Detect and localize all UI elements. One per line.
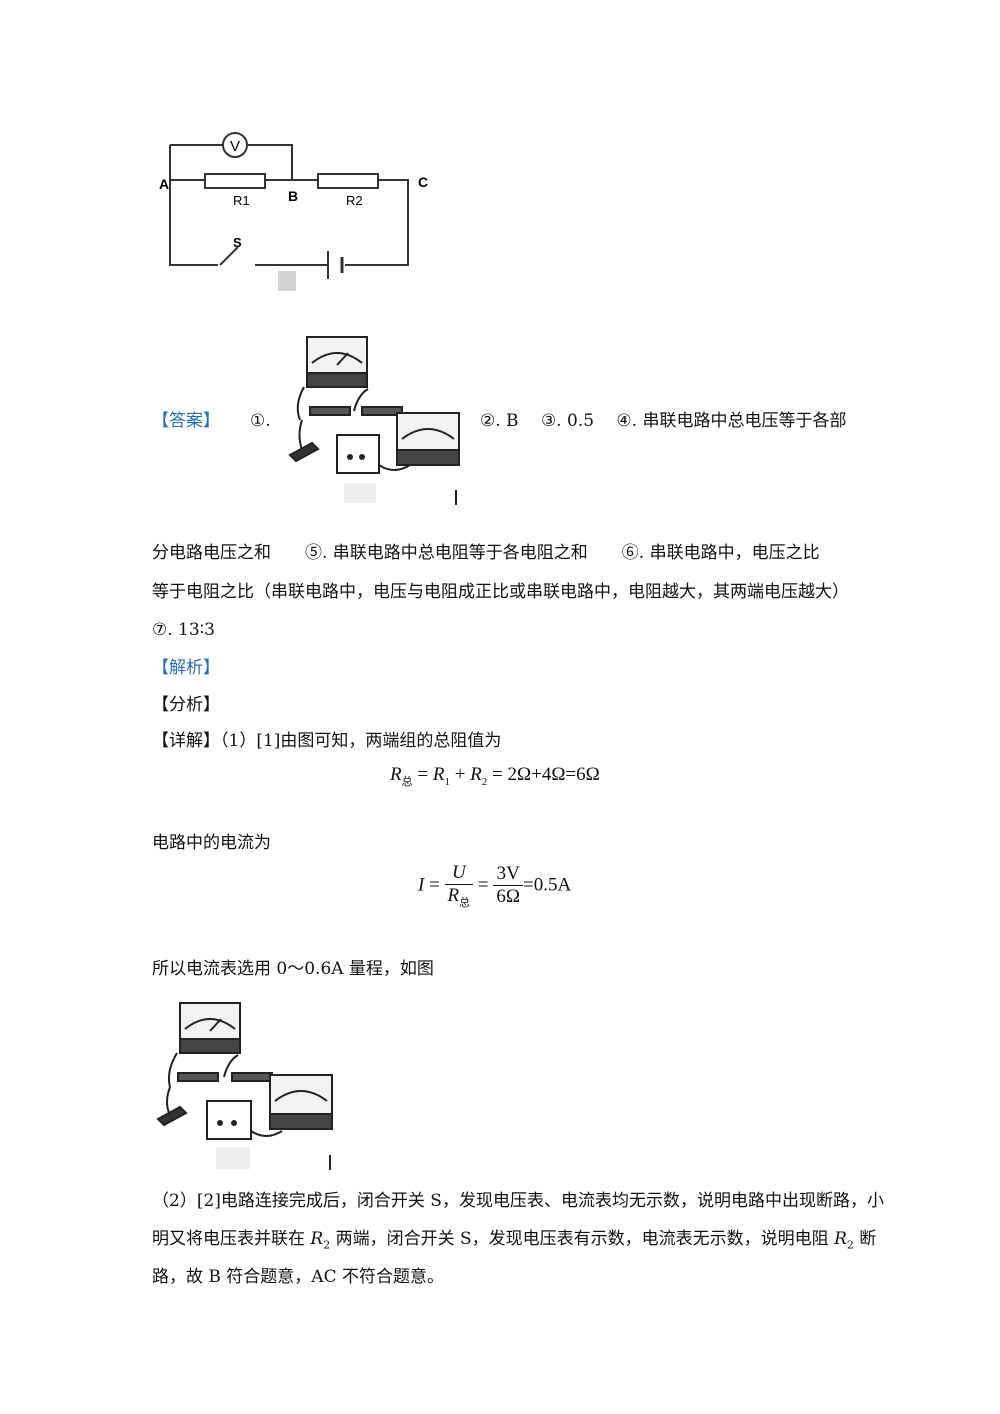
r2-label: R2 bbox=[346, 193, 363, 208]
detail-line: 【详解】（1）[1]由图可知，两端组的总阻值为 bbox=[152, 730, 501, 752]
answer-line-4: ⑦. 13∶3 bbox=[152, 620, 215, 640]
answer-line-3: 等于电阻之比（串联电路中，电压与电阻成正比或串联电路中，电阻越大，其两端电压越大… bbox=[152, 582, 849, 602]
node-b-label: B bbox=[288, 188, 298, 204]
scan-smudge bbox=[278, 271, 296, 291]
fenxi-tag: 【分析】 bbox=[152, 695, 220, 715]
current-intro: 电路中的电流为 bbox=[152, 833, 271, 853]
switch-label: S bbox=[233, 235, 242, 250]
circuit-diagram: V A B C R1 R2 S bbox=[159, 132, 428, 291]
detail-intro: （1）[1]由图可知，两端组的总阻值为 bbox=[220, 731, 502, 751]
answer-items-rest: ②. B ③. 0.5 ④. 串联电路中总电压等于各部 bbox=[480, 411, 847, 431]
apparatus-illustration-2 bbox=[156, 1002, 333, 1170]
range-text: 所以电流表选用 0～0.6A 量程，如图 bbox=[152, 959, 434, 979]
part2-line-1: （2）[2]电路连接完成后，闭合开关 S，发现电压表、电流表均无示数，说明电路中… bbox=[152, 1191, 884, 1211]
analysis-tag: 【解析】 bbox=[152, 658, 220, 678]
answer-tag: 【答案】 bbox=[152, 411, 220, 431]
apparatus-illustration bbox=[288, 336, 460, 505]
part2-line-2: 明又将电压表并联在 R2 两端，闭合开关 S，发现电压表有示数，电流表无示数，说… bbox=[152, 1229, 877, 1252]
node-a-label: A bbox=[159, 176, 169, 192]
answer-line-2: 分电路电压之和 ⑤. 串联电路中总电阻等于各电阻之和 ⑥. 串联电路中，电压之比 bbox=[152, 543, 820, 563]
answer-item-1: ①. bbox=[250, 411, 271, 431]
r1-label: R1 bbox=[233, 193, 250, 208]
part2-line-3: 路，故 B 符合题意，AC 不符合题意。 bbox=[152, 1267, 444, 1287]
formula-total-resistance: R总 = R1 + R2 = 2Ω+4Ω=6Ω bbox=[390, 764, 600, 788]
voltmeter-label: V bbox=[230, 138, 240, 155]
detail-tag: 【详解】 bbox=[152, 731, 220, 751]
node-c-label: C bbox=[418, 174, 428, 190]
